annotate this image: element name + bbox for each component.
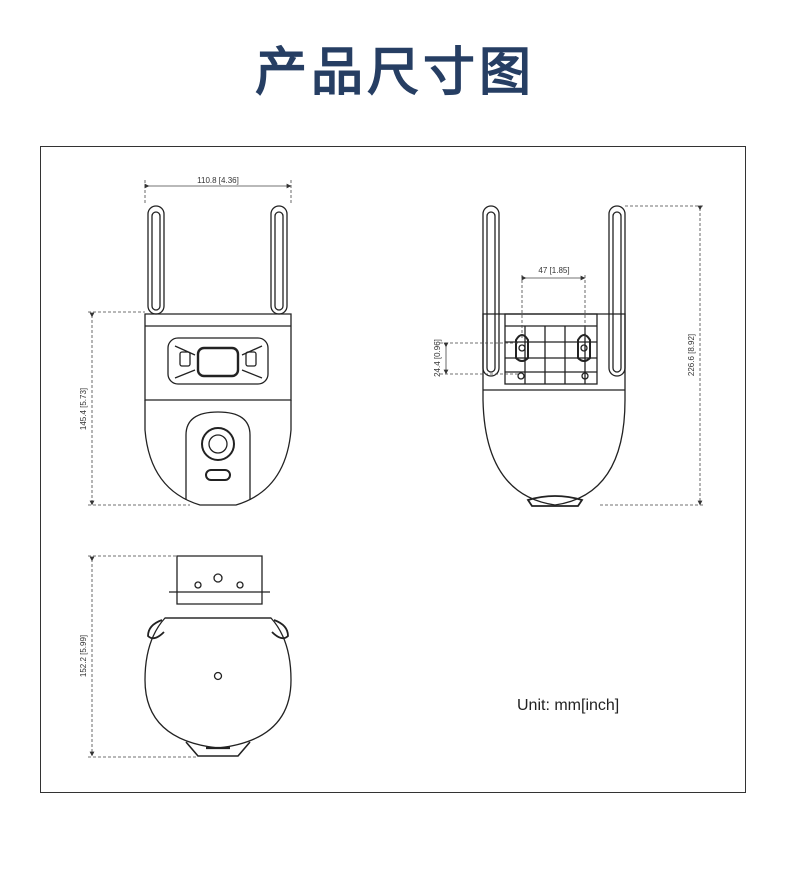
side-height-label: 226.6 [8.92] xyxy=(687,334,696,376)
mount-bracket xyxy=(176,555,263,605)
side-dimensions xyxy=(440,205,705,506)
front-dimensions xyxy=(88,180,292,506)
side-view xyxy=(482,205,626,507)
side-body xyxy=(482,313,626,506)
bracket-width-label: 47 [1.85] xyxy=(538,266,569,275)
side-right-antenna xyxy=(608,205,626,377)
camera-module xyxy=(185,411,251,500)
bottom-view xyxy=(144,555,292,757)
bracket-plate xyxy=(504,313,598,385)
front-width-label: 110.8 [4.36] xyxy=(197,176,239,185)
side-left-antenna xyxy=(482,205,500,377)
bottom-depth-label: 152.2 [5.99] xyxy=(79,635,88,677)
right-knob xyxy=(271,619,289,640)
bottom-dimensions xyxy=(88,555,196,758)
right-antenna xyxy=(270,205,288,315)
left-knob xyxy=(147,619,165,640)
unit-label: Unit: mm[inch] xyxy=(517,697,620,714)
dome xyxy=(144,400,292,506)
left-antenna xyxy=(147,205,165,315)
front-height-label: 145.4 [5.73] xyxy=(79,388,88,430)
bracket-height-label: 24.4 [0.96] xyxy=(433,339,442,377)
front-view xyxy=(144,205,292,506)
drawing-frame xyxy=(40,146,746,793)
lens-window xyxy=(167,337,269,385)
upper-housing xyxy=(144,313,292,401)
page-title: 产品尺寸图 xyxy=(254,43,535,103)
base-circle xyxy=(144,617,292,749)
